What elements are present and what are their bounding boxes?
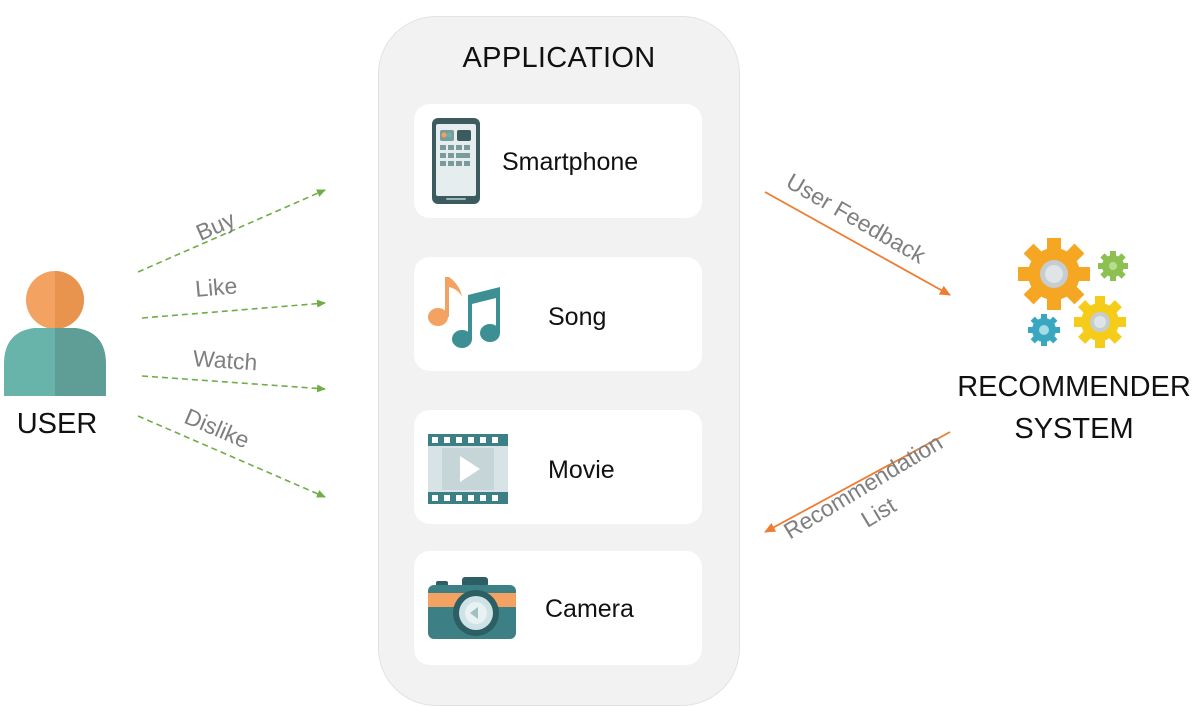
item-card-song: Song bbox=[414, 257, 702, 371]
user-label: USER bbox=[16, 408, 98, 440]
user-feedback-arrow bbox=[764, 191, 951, 296]
item-card-camera: Camera bbox=[414, 551, 702, 665]
item-label-smartphone: Smartphone bbox=[502, 148, 639, 176]
gear-small-green-icon bbox=[1098, 251, 1128, 281]
recommender-system-label: RECOMMENDER SYSTEM bbox=[948, 366, 1200, 450]
like-arrow bbox=[141, 299, 326, 319]
dislike-arrow bbox=[137, 415, 326, 498]
item-label-movie: Movie bbox=[548, 456, 615, 484]
user-avatar-icon bbox=[4, 271, 106, 396]
recommender-label-line1: RECOMMENDER bbox=[957, 371, 1191, 403]
action-label-like: Like bbox=[194, 272, 239, 302]
gear-medium-yellow-icon bbox=[1074, 296, 1126, 348]
item-label-camera: Camera bbox=[545, 595, 634, 623]
gear-large-icon bbox=[1018, 238, 1090, 310]
smartphone-icon bbox=[432, 118, 480, 204]
item-card-smartphone: Smartphone bbox=[414, 104, 702, 218]
recommendation-arrow bbox=[764, 431, 951, 533]
watch-arrow bbox=[141, 375, 326, 393]
item-label-song: Song bbox=[548, 303, 607, 331]
action-label-watch: Watch bbox=[192, 345, 259, 376]
application-title: APPLICATION bbox=[462, 42, 656, 74]
gear-small-blue-icon bbox=[1028, 314, 1060, 346]
buy-arrow bbox=[137, 189, 326, 273]
gears-icon bbox=[1018, 238, 1128, 348]
camera-icon bbox=[428, 577, 516, 639]
recommender-label-line2: SYSTEM bbox=[1014, 413, 1134, 445]
music-notes-icon bbox=[428, 277, 500, 348]
item-card-movie: Movie bbox=[414, 410, 702, 524]
film-strip-icon bbox=[428, 434, 508, 504]
